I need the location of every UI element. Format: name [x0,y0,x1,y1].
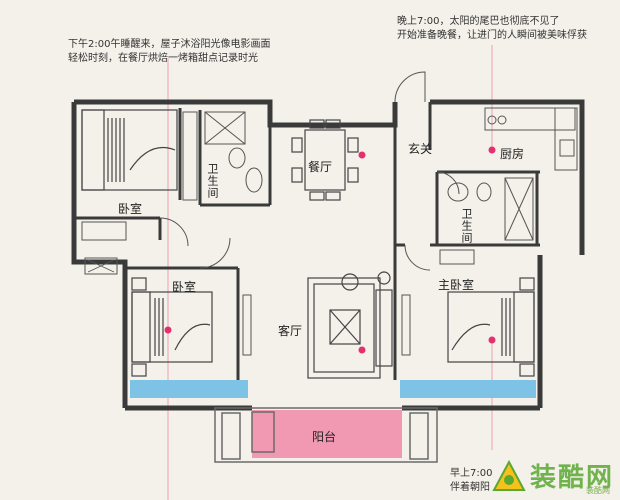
watermark-sub: 装酷网 [586,486,610,495]
label-bathroom-left: 卫生间 [206,163,219,199]
label-dining: 餐厅 [308,160,333,174]
note-morning-line-2: 伴着朝阳 [450,482,490,493]
label-master: 主卧室 [438,278,475,292]
note-afternoon: 下午2:00午睡醒来，屋子沐浴阳光像电影画面 轻松时刻，在餐厅烘焙一烤箱甜点记录… [68,38,270,66]
bed-top-left [81,109,178,191]
note-evening-line-2: 开始准备晚餐，让进门的人瞬间被美味俘获 [397,30,587,41]
wall-top-right [430,99,585,255]
note-morning-line-1: 早上7:00 [450,468,493,479]
label-entrance: 玄关 [408,142,433,156]
wall-top-left [74,99,398,128]
label-bedroom-second: 卧室 [172,280,197,294]
note-evening: 晚上7:00，太阳的尾巴也彻底不见了 开始准备晚餐，让进门的人瞬间被美味俘获 [397,15,587,43]
label-kitchen: 厨房 [500,147,525,161]
bed-master [447,277,535,377]
watermark-logo-icon [492,460,526,491]
note-evening-line-1: 晚上7:00，太阳的尾巴也彻底不见了 [397,16,560,27]
bathroom-right-fixtures [439,177,534,265]
note-afternoon-line-1: 下午2:00午睡醒来，屋子沐浴阳光像电影画面 [68,39,271,50]
dining-table [291,119,359,201]
marker-dining [358,151,366,159]
watermark-text: 装酷网 [529,463,614,493]
marker-living [358,346,366,354]
living-sofa [307,271,393,379]
window-bedroom [130,380,248,398]
marker-kitchen [488,146,496,154]
note-afternoon-line-2: 轻松时刻，在餐厅烘焙一烤箱甜点记录时光 [68,53,258,64]
label-bathroom-right: 卫生间 [460,208,473,244]
note-morning: 早上7:00 伴着朝阳 [450,467,492,495]
window-master [400,380,536,398]
watermark: 装酷网 装酷网 [492,457,614,495]
bed-second-bedroom [131,277,213,377]
label-bedroom-top: 卧室 [118,202,143,216]
label-balcony: 阳台 [312,430,337,444]
room-markers [164,146,496,354]
label-living: 客厅 [278,324,303,338]
marker-master [488,336,496,344]
marker-bedroom [164,326,172,334]
wall-left [71,102,128,408]
balcony-fill [252,410,402,458]
bathroom-left-fixtures [182,111,263,201]
kitchen-counter [484,107,578,171]
